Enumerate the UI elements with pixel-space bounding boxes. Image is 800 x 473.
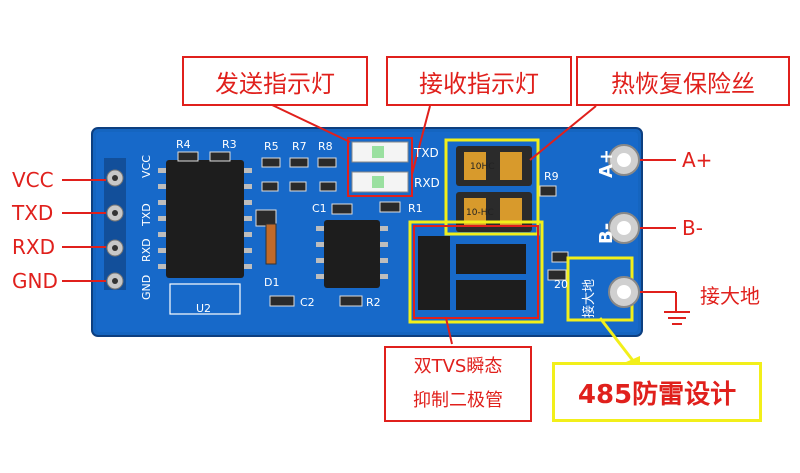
silk-earth: 接大地 [582, 278, 597, 318]
silk-r3: R3 [222, 138, 237, 151]
silk-r20: 20 [554, 278, 568, 291]
silk-led-txd: TXD [414, 146, 439, 160]
d1-diode [265, 223, 277, 265]
silk-c1: C1 [312, 202, 327, 215]
silk-rxd: RXD [140, 238, 153, 262]
silk-b-minus: B- [596, 222, 617, 244]
silk-a-plus: A+ [596, 148, 617, 178]
silk-r9: R9 [544, 170, 559, 183]
status-leds [347, 137, 413, 197]
passive-components [177, 151, 569, 307]
silk-d1: D1 [264, 276, 280, 289]
callout-rx-led: 接收指示灯 [386, 56, 572, 106]
pin-label-b-minus: B- [682, 216, 703, 240]
silk-fuse-mark2: 10-HC [466, 208, 494, 218]
silk-gnd: GND [140, 274, 153, 300]
pin-label-gnd: GND [12, 269, 58, 293]
u2-chip [158, 160, 252, 315]
pin-label-a-plus: A+ [682, 148, 713, 172]
pin-label-rxd: RXD [12, 235, 55, 259]
silk-r8: R8 [318, 140, 333, 153]
silk-r7: R7 [292, 140, 307, 153]
pin-label-vcc: VCC [12, 168, 54, 192]
callout-lines [62, 103, 690, 345]
silk-r5: R5 [264, 140, 279, 153]
silk-u2: U2 [196, 302, 212, 315]
callout-tvs-line1: 双TVS瞬态 [413, 356, 503, 377]
silk-r2: R2 [366, 296, 381, 309]
callout-lightning: 485防雷设计 [552, 362, 762, 422]
silk-c2: C2 [300, 296, 315, 309]
tvs-diodes [408, 220, 544, 324]
silk-r4: R4 [176, 138, 191, 151]
ic-chip [316, 220, 388, 288]
callout-tx-led: 发送指示灯 [182, 56, 368, 106]
silk-fuse-mark1: 10HC [470, 162, 495, 172]
lightning-arrow [598, 317, 636, 363]
callout-tvs: 双TVS瞬态 抑制二极管 [384, 346, 532, 422]
right-terminals [608, 144, 640, 308]
pin-label-txd: TXD [12, 201, 54, 225]
callout-fuse: 热恢复保险丝 [576, 56, 790, 106]
silk-txd: TXD [140, 203, 153, 226]
silk-vcc: VCC [140, 155, 153, 178]
pin-label-earth: 接大地 [700, 284, 760, 308]
silk-r1: R1 [408, 202, 423, 215]
silk-led-rxd: RXD [414, 176, 440, 190]
left-header [104, 158, 126, 290]
callout-tvs-line2: 抑制二极管 [413, 390, 503, 411]
